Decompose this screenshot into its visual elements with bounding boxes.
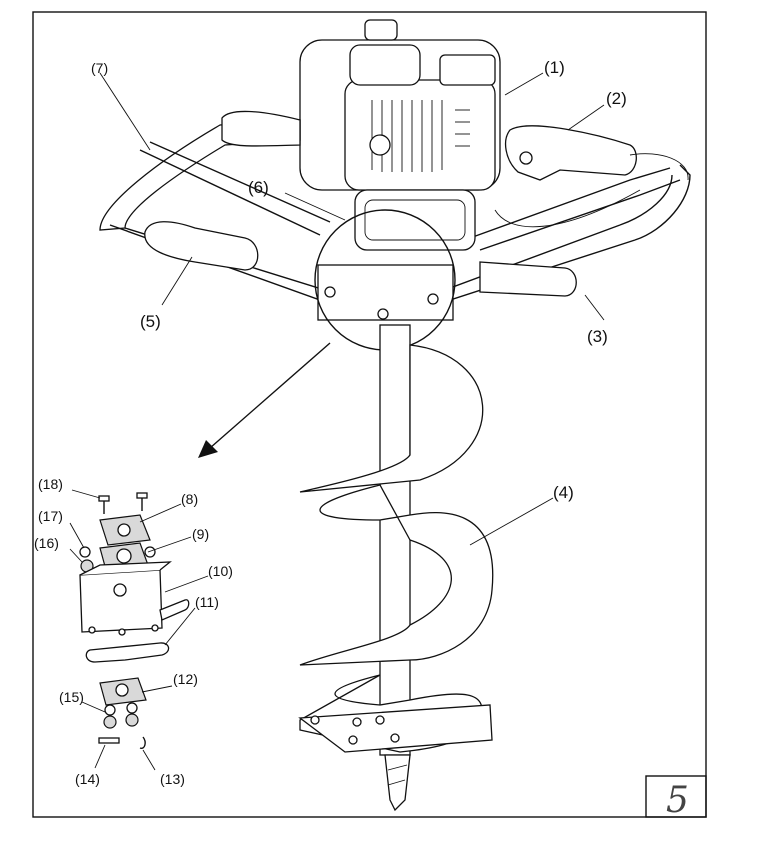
bracket-10 xyxy=(79,569,163,633)
bolts-18 xyxy=(98,492,148,514)
leader-lines xyxy=(69,72,605,771)
page-number-box: 5 xyxy=(645,775,707,821)
callout-10: (10) xyxy=(208,563,233,579)
pin-14 xyxy=(98,737,120,744)
callout-8: (8) xyxy=(181,491,198,507)
page-number: 5 xyxy=(666,780,689,821)
auger xyxy=(298,324,494,812)
figure-frame xyxy=(32,11,707,818)
callout-7: (7) xyxy=(91,60,108,76)
callout-17: (17) xyxy=(38,508,63,524)
callout-18: (18) xyxy=(38,476,63,492)
exploded-parts xyxy=(79,492,190,749)
callout-14: (14) xyxy=(75,771,100,787)
callout-11: (11) xyxy=(195,594,219,610)
callout-labels: (1) (2) (3) (4) (5) (6) (7) (8) (9) (10)… xyxy=(34,58,627,787)
handlebar-frame xyxy=(99,110,691,301)
callout-15: (15) xyxy=(59,689,84,705)
callout-1: (1) xyxy=(544,58,565,77)
bar-11 xyxy=(85,642,170,663)
callout-16: (16) xyxy=(34,535,59,551)
callout-3: (3) xyxy=(587,327,608,346)
callout-5: (5) xyxy=(140,312,161,331)
callout-9: (9) xyxy=(192,526,209,542)
callout-4: (4) xyxy=(553,483,574,502)
callout-13: (13) xyxy=(160,771,185,787)
clip-13 xyxy=(139,736,146,749)
callout-12: (12) xyxy=(173,671,198,687)
callout-2: (2) xyxy=(606,89,627,108)
detail-arrow xyxy=(198,342,331,458)
engine xyxy=(299,19,501,191)
callout-6: (6) xyxy=(248,178,269,197)
